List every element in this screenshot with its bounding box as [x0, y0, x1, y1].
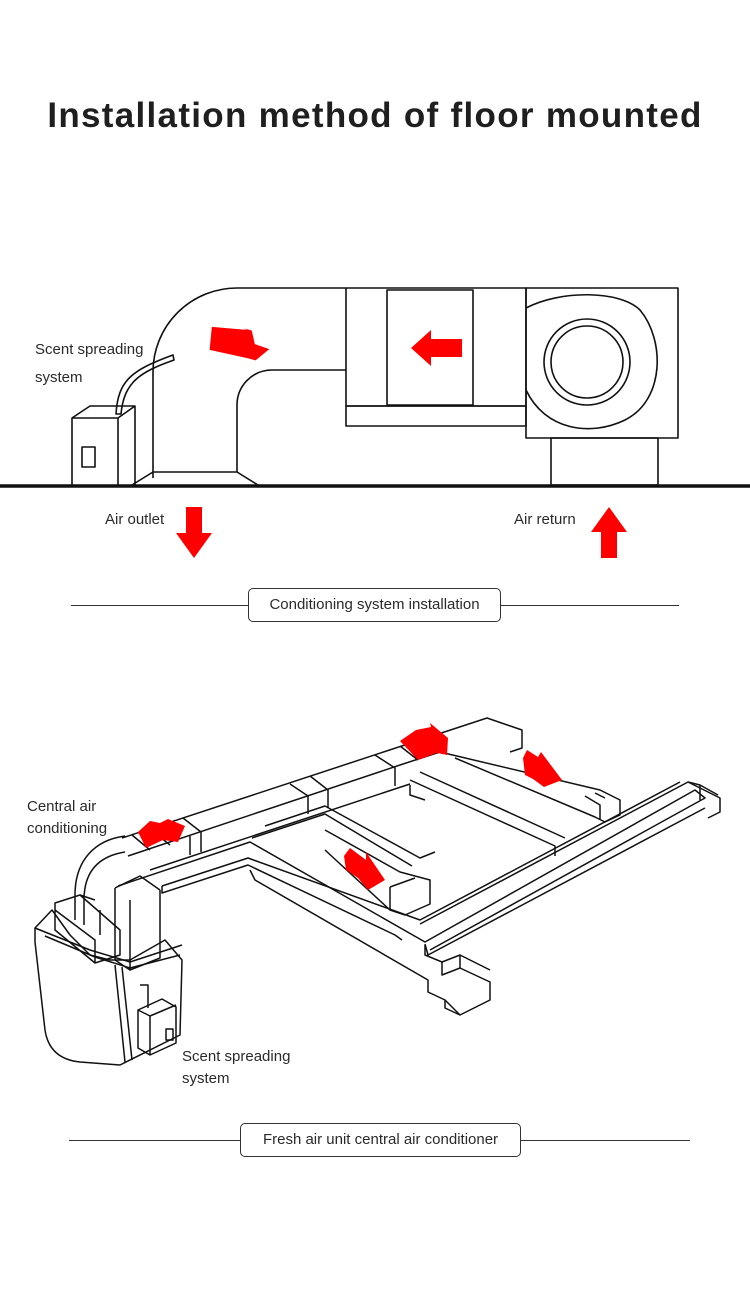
elbow-duct-inner	[236, 369, 346, 472]
fan-scroll	[525, 293, 658, 430]
ac-unit	[34, 909, 183, 1066]
bottom-branch-cap	[441, 954, 491, 1016]
ac-unit-front	[114, 964, 133, 1063]
label-air-return: Air return	[514, 511, 576, 528]
lower-frame-rail	[161, 864, 403, 941]
inner-right-duct	[439, 751, 621, 823]
label-scent2-line2: system	[182, 1070, 230, 1087]
right-branch-bottom	[424, 807, 706, 956]
arrow-coil-icon	[411, 330, 462, 366]
floor-mounted-diagram	[0, 287, 750, 558]
page-title: Installation method of floor mounted	[47, 96, 703, 135]
elbow-duct-base	[131, 471, 259, 486]
label-central-line2: conditioning	[27, 820, 108, 837]
right-branch-top	[419, 781, 721, 925]
fan-stand	[550, 437, 659, 486]
scent-unit	[71, 405, 136, 486]
bottom-branch	[249, 869, 491, 1016]
ac-hood	[54, 894, 121, 964]
arrow-elbow-icon	[209, 326, 270, 361]
lower-frame-inner	[161, 781, 681, 921]
coil-drain-pan	[345, 405, 527, 427]
arrow-trunk-icon	[138, 819, 185, 848]
label-scent-spreading-2: Scent spreading system	[182, 1046, 290, 1090]
label-air-outlet: Air outlet	[105, 511, 165, 528]
label-scent2-line1: Scent spreading	[182, 1048, 291, 1065]
scent-unit-2	[137, 998, 177, 1056]
scent-unit-window	[81, 446, 96, 468]
label-central-air: Central air conditioning	[27, 796, 107, 840]
mid-frame-2	[409, 771, 566, 856]
section-caption-fresh-air: Fresh air unit central air conditioner	[240, 1123, 521, 1157]
central-air-diagram	[34, 717, 721, 1066]
elbow-vertical	[74, 835, 126, 935]
lower-frame-outer	[117, 789, 706, 951]
inner-right-cap	[584, 792, 606, 820]
arrow-right-icon	[523, 750, 562, 787]
arrow-air-return-icon	[591, 507, 627, 558]
inner-front-cap	[389, 877, 416, 910]
caption2-divider-right	[520, 1140, 690, 1141]
fan-box	[525, 287, 679, 439]
scent-tube-2	[140, 984, 149, 1008]
right-branch-cap	[687, 781, 719, 800]
caption2-divider-left	[69, 1140, 241, 1141]
scent-tube	[115, 354, 175, 415]
coil-panel	[386, 289, 474, 406]
scent-unit-2-window	[165, 1028, 174, 1041]
arrow-air-outlet-icon	[176, 507, 212, 558]
fan-ring-outer	[543, 318, 631, 406]
caption-divider-left	[71, 605, 249, 606]
label-scent-line1: Scent spreading	[35, 341, 144, 358]
arrow-front-icon	[344, 848, 385, 890]
mid-frame	[251, 805, 436, 867]
label-scent-spreading-1: Scent spreading system	[35, 336, 143, 392]
elbow-duct	[152, 287, 346, 478]
ac-unit-top	[34, 927, 183, 969]
arrow-top-icon	[400, 723, 448, 760]
label-scent-line2: system	[35, 369, 83, 386]
section-caption-conditioning: Conditioning system installation	[248, 588, 501, 622]
main-trunk-bottom	[149, 783, 411, 871]
main-trunk-top	[121, 717, 523, 839]
caption-divider-right	[500, 605, 679, 606]
fan-ring-inner	[550, 325, 624, 399]
label-central-line1: Central air	[27, 798, 97, 815]
